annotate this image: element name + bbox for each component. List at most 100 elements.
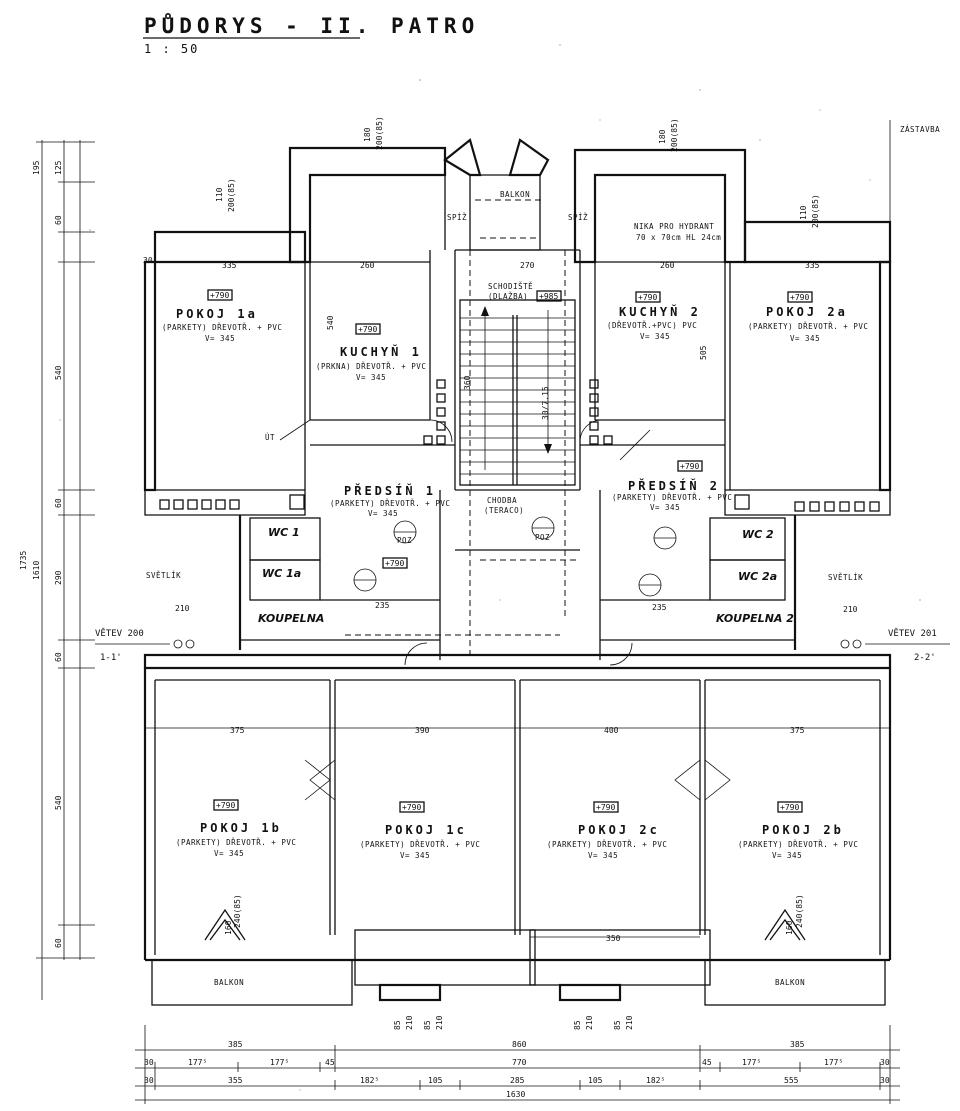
height-pokoj-2a: V= 345 — [790, 334, 820, 343]
dim-235-right: 235 — [652, 603, 667, 612]
floor-chodba: (TERACO) — [484, 506, 524, 515]
label-poz-2: POZ — [535, 533, 550, 542]
poz-markers — [353, 516, 677, 597]
door-swings — [279, 419, 731, 801]
dim-505: 505 — [699, 345, 708, 360]
b3-1825b: 182⁵ — [646, 1076, 665, 1085]
name-pokoj-1c: POKOJ 1c — [385, 823, 467, 837]
bottom-dimension-chains — [135, 1025, 900, 1104]
floor-pokoj-2c: (PARKETY) DŘEVOTŘ. + PVC — [547, 840, 667, 849]
bot-210a: 210 — [405, 1015, 414, 1030]
dim-left-195: 195 — [32, 160, 41, 175]
level-pokoj-2a: +790 — [790, 293, 809, 302]
name-pokoj-2a: POKOJ 2a — [766, 305, 848, 319]
b3-285: 285 — [510, 1076, 525, 1085]
label-svetlik-right: SVĚTLÍK — [828, 573, 863, 582]
total-bottom: 1630 — [506, 1090, 525, 1099]
dim-left-125: 125 — [54, 160, 63, 175]
name-pokoj-1b: POKOJ 1b — [200, 821, 282, 835]
partitions-upper — [155, 175, 880, 490]
dim-30: 30 — [143, 256, 153, 265]
name-pokoj-2b: POKOJ 2b — [762, 823, 844, 837]
dim-260-right: 260 — [660, 261, 675, 270]
floor-pokoj-1a: (PARKETY) DŘEVOTŘ. + PVC — [162, 323, 282, 332]
branch-right: VĚTEV 201 — [888, 627, 937, 639]
level-schodiste: +985 — [539, 292, 558, 301]
dim-left-60d: 60 — [54, 938, 63, 948]
label-balkon-left: BALKON — [214, 978, 244, 987]
name-wc-2: WC 2 — [742, 528, 774, 541]
level-kuchyn-1: +790 — [358, 325, 377, 334]
left-dimension-chain — [36, 140, 95, 1000]
floor-kuchyn-1: (PRKNA) DŘEVOTŘ. + PVC — [316, 362, 426, 371]
height-kuchyn-1: V= 345 — [356, 373, 386, 382]
win-5: 160 — [224, 920, 233, 935]
middle-walls — [238, 444, 797, 660]
level-boxes — [207, 289, 813, 813]
branch-markers — [95, 639, 950, 649]
win-4: 180 — [658, 129, 667, 144]
dim-400: 400 — [604, 726, 619, 735]
dim-360: 360 — [463, 375, 472, 390]
dim-260-left: 260 — [360, 261, 375, 270]
b3-1825a: 182⁵ — [360, 1076, 379, 1085]
height-predsin-1: V= 345 — [368, 509, 398, 518]
b3-105a: 105 — [428, 1076, 443, 1085]
outer-walls-lower — [143, 653, 892, 1006]
drawing-title: PŮDORYS - II. PATRO — [144, 13, 479, 38]
dim-540-kitchen: 540 — [326, 315, 335, 330]
name-pokoj-1a: POKOJ 1a — [176, 307, 258, 321]
floor-predsin-2: (PARKETY) DŘEVOTŘ. + PVC — [612, 493, 732, 502]
name-wc-1: WC 1 — [268, 526, 300, 539]
height-pokoj-2b: V= 345 — [772, 851, 802, 860]
floor-pokoj-2a: (PARKETY) DŘEVOTŘ. + PVC — [748, 322, 868, 331]
level-pokoj-2c: +790 — [596, 803, 615, 812]
b2-45b: 45 — [702, 1058, 712, 1067]
b2-45a: 45 — [325, 1058, 335, 1067]
dim-270: 270 — [520, 261, 535, 270]
bot-85b: 85 — [423, 1020, 432, 1030]
level-pokoj-2b: +790 — [780, 803, 799, 812]
win-3: 180 — [363, 127, 372, 142]
name-koupelna-1: KOUPELNA — [258, 612, 324, 625]
ventilation-shafts — [159, 379, 880, 512]
height-predsin-2: V= 345 — [650, 503, 680, 512]
dim-335-left: 335 — [222, 261, 237, 270]
name-wc-2a: WC 2a — [738, 570, 777, 583]
dim-375-right: 375 — [790, 726, 805, 735]
win-4b: 200(85) — [670, 118, 679, 152]
name-kuchyn-1: KUCHYŇ 1 — [340, 344, 422, 359]
name-kuchyn-2: KUCHYŇ 2 — [619, 304, 701, 319]
branch-left: VĚTEV 200 — [95, 627, 144, 639]
dim-left-1610: 1610 — [32, 561, 41, 580]
name-schodiste: SCHODIŠTĚ — [488, 282, 533, 291]
dim-left-290: 290 — [54, 570, 63, 585]
bot-210d: 210 — [625, 1015, 634, 1030]
dim-left-60c: 60 — [54, 652, 63, 662]
win-6: 160 — [785, 920, 794, 935]
level-predsin-2: +790 — [680, 462, 699, 471]
label-hydrant: NIKA PRO HYDRANT — [634, 222, 714, 231]
drawing-scale: 1 : 50 — [144, 42, 199, 56]
floor-pokoj-2b: (PARKETY) DŘEVOTŘ. + PVC — [738, 840, 858, 849]
bot-210b: 210 — [435, 1015, 444, 1030]
dim-left-540b: 540 — [54, 795, 63, 810]
name-predsin-2: PŘEDSÍŇ 2 — [628, 478, 720, 493]
b2-1775d: 177⁵ — [824, 1058, 843, 1067]
dim-210-right: 210 — [843, 605, 858, 614]
b3-555: 555 — [784, 1076, 799, 1085]
b2-1775c: 177⁵ — [742, 1058, 761, 1067]
b2-770: 770 — [512, 1058, 527, 1067]
dim-350: 350 — [606, 934, 621, 943]
b2-30a: 30 — [144, 1058, 154, 1067]
name-predsin-1: PŘEDSÍŇ 1 — [344, 483, 436, 498]
b2-1775b: 177⁵ — [270, 1058, 289, 1067]
label-ut: ÚT — [265, 433, 275, 442]
b3-30b: 30 — [880, 1076, 890, 1085]
height-pokoj-1a: V= 345 — [205, 334, 235, 343]
label-balkon-top: BALKON — [500, 190, 530, 199]
level-pokoj-1b: +790 — [216, 801, 235, 810]
label-poz-1: POZ — [397, 536, 412, 545]
bot-85d: 85 — [613, 1020, 622, 1030]
b1-385-right: 385 — [790, 1040, 805, 1049]
